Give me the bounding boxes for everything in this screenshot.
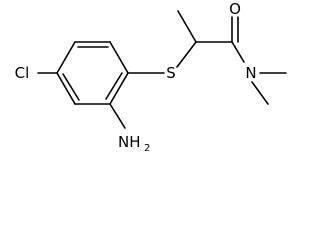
atom-label-nh2-subscript: 2 (144, 143, 150, 154)
ring-bond-c1-c2 (109, 41, 129, 74)
bond-n-methyl-down (251, 81, 269, 105)
ring-bond-c3-c4 (56, 41, 76, 74)
bond-carbonyl-n (231, 41, 245, 63)
bond-ring-nh2 (109, 103, 126, 129)
ring-bond-c6-c1 (109, 72, 129, 105)
atom-label-o: O (229, 0, 241, 18)
atom-label-nh2: NH (118, 133, 141, 151)
atom-label-n: N (245, 64, 256, 82)
bond-s-ch (176, 41, 197, 68)
ring-bond-c6-c1-inner (105, 72, 123, 100)
molecule-diagram: Cl S O N NH 2 (15, 0, 287, 154)
atom-label-s: S (166, 64, 176, 82)
benzene-ring (56, 41, 129, 105)
atom-label-cl: Cl (15, 64, 30, 82)
ring-bond-c4-c5-inner (62, 73, 80, 101)
ring-bond-c4-c5 (56, 72, 76, 105)
bond-ch-methyl (177, 10, 197, 43)
